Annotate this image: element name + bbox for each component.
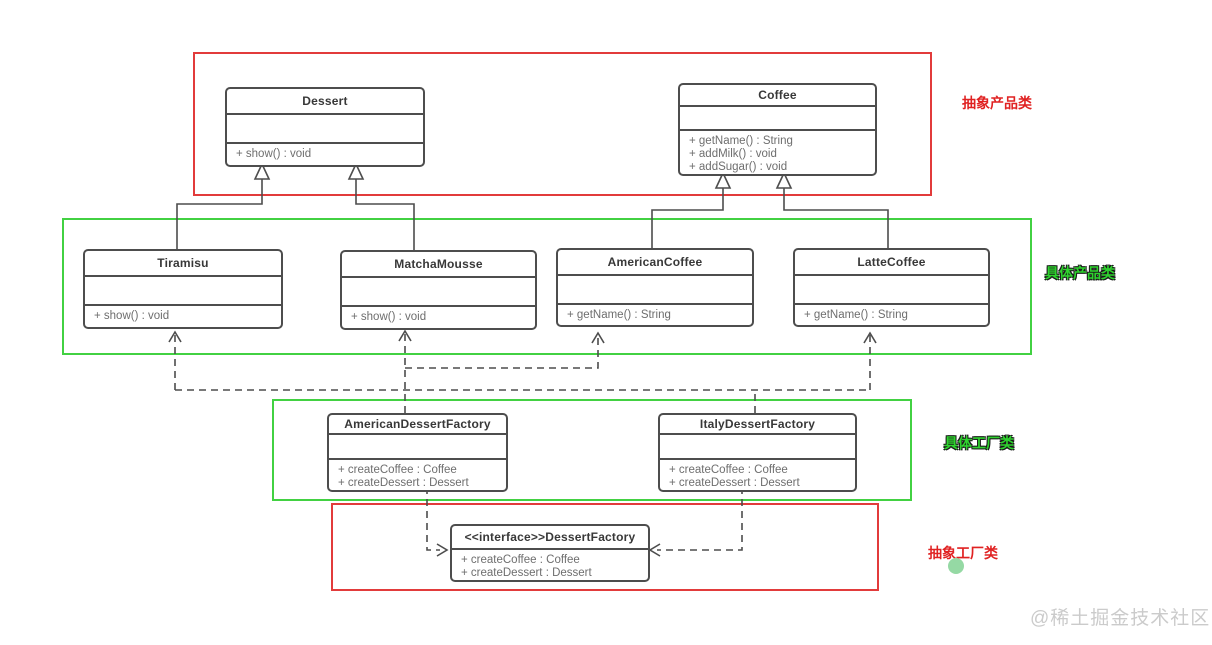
open-arrowhead-icon <box>591 331 605 344</box>
method: + getName() : String <box>567 309 671 321</box>
method: + show() : void <box>94 310 170 322</box>
class-dessertfactory-interface: <<interface>>DessertFactory + createCoff… <box>450 524 650 582</box>
class-attributes-empty <box>329 433 506 458</box>
class-coffee: Coffee + getName() : String + addMilk() … <box>678 83 877 176</box>
dependency-americanfactory-americancoffee <box>405 334 599 369</box>
method: + createCoffee : Coffee <box>669 464 788 476</box>
class-methods: + createCoffee : Coffee + createDessert … <box>329 458 506 490</box>
class-americandessertfactory: AmericanDessertFactory + createCoffee : … <box>327 413 508 492</box>
method: + addSugar() : void <box>689 161 788 173</box>
class-lattecoffee: LatteCoffee + getName() : String <box>793 248 990 327</box>
method: + show() : void <box>236 148 312 160</box>
class-title: ItalyDessertFactory <box>699 417 816 432</box>
class-attributes-empty <box>680 104 875 129</box>
class-methods: + getName() : String + addMilk() : void … <box>680 129 875 174</box>
class-americancoffee: AmericanCoffee + getName() : String <box>556 248 754 327</box>
class-tiramisu: Tiramisu + show() : void <box>83 249 283 329</box>
concrete-product-label: 具体产品类 <box>1045 265 1115 281</box>
class-title: <<interface>>DessertFactory <box>464 530 636 544</box>
concrete-factory-region-frame <box>272 399 912 501</box>
class-matchamousse: MatchaMousse + show() : void <box>340 250 537 330</box>
green-dot-icon <box>948 558 964 574</box>
class-attributes-empty <box>795 274 988 303</box>
concrete-product-region-frame <box>62 218 1032 355</box>
class-attributes-empty <box>85 275 281 304</box>
method: + createDessert : Dessert <box>461 567 592 579</box>
hollow-triangle-icon <box>775 171 793 189</box>
realization-americanfactory-interface <box>426 487 440 551</box>
method: + getName() : String <box>689 135 793 147</box>
method: + getName() : String <box>804 309 908 321</box>
abstract-factory-region-frame <box>331 503 879 591</box>
class-methods: + show() : void <box>227 142 423 165</box>
class-methods: + show() : void <box>342 305 535 328</box>
method: + addMilk() : void <box>689 148 777 160</box>
class-attributes-empty <box>558 274 752 303</box>
open-arrowhead-icon <box>863 331 877 344</box>
abstract-product-region-frame <box>193 52 932 196</box>
class-methods: + show() : void <box>85 304 281 327</box>
class-methods: + createCoffee : Coffee + createDessert … <box>660 458 855 490</box>
abstract-factory-label: 抽象工厂类 <box>928 545 998 561</box>
method: + show() : void <box>351 311 427 323</box>
generalization-tiramisu-dessert <box>176 179 263 249</box>
class-methods: + createCoffee : Coffee + createDessert … <box>452 548 648 580</box>
class-title: Dessert <box>302 94 348 108</box>
generalization-matchamousse-dessert <box>355 179 415 250</box>
class-attributes-empty <box>660 433 855 458</box>
method: + createDessert : Dessert <box>669 477 800 489</box>
hollow-triangle-icon <box>347 162 365 180</box>
hollow-triangle-icon <box>253 162 271 180</box>
class-italydessertfactory: ItalyDessertFactory + createCoffee : Cof… <box>658 413 857 492</box>
open-arrowhead-icon <box>436 543 449 557</box>
open-arrowhead-icon <box>168 330 182 343</box>
class-title: Tiramisu <box>157 256 209 270</box>
generalization-lattecoffee-coffee <box>783 188 889 248</box>
watermark: @稀土掘金技术社区 <box>1030 608 1211 629</box>
method: + createCoffee : Coffee <box>461 554 580 566</box>
concrete-factory-label: 具体工厂类 <box>944 435 1014 451</box>
realization-italyfactory-interface <box>657 487 743 551</box>
class-title: AmericanDessertFactory <box>344 417 491 432</box>
abstract-product-label: 抽象产品类 <box>962 95 1032 111</box>
generalization-americancoffee-coffee <box>651 188 724 248</box>
class-methods: + getName() : String <box>558 303 752 325</box>
method: + createCoffee : Coffee <box>338 464 457 476</box>
class-methods: + getName() : String <box>795 303 988 325</box>
class-title: LatteCoffee <box>857 255 926 269</box>
open-arrowhead-icon <box>398 329 412 342</box>
class-title: Coffee <box>758 87 797 102</box>
class-title: MatchaMousse <box>394 257 483 271</box>
method: + createDessert : Dessert <box>338 477 469 489</box>
open-arrowhead-icon <box>648 543 661 557</box>
class-title: AmericanCoffee <box>607 255 703 269</box>
class-attributes-empty <box>342 276 535 305</box>
class-dessert: Dessert + show() : void <box>225 87 425 167</box>
class-attributes-empty <box>227 113 423 142</box>
hollow-triangle-icon <box>714 171 732 189</box>
